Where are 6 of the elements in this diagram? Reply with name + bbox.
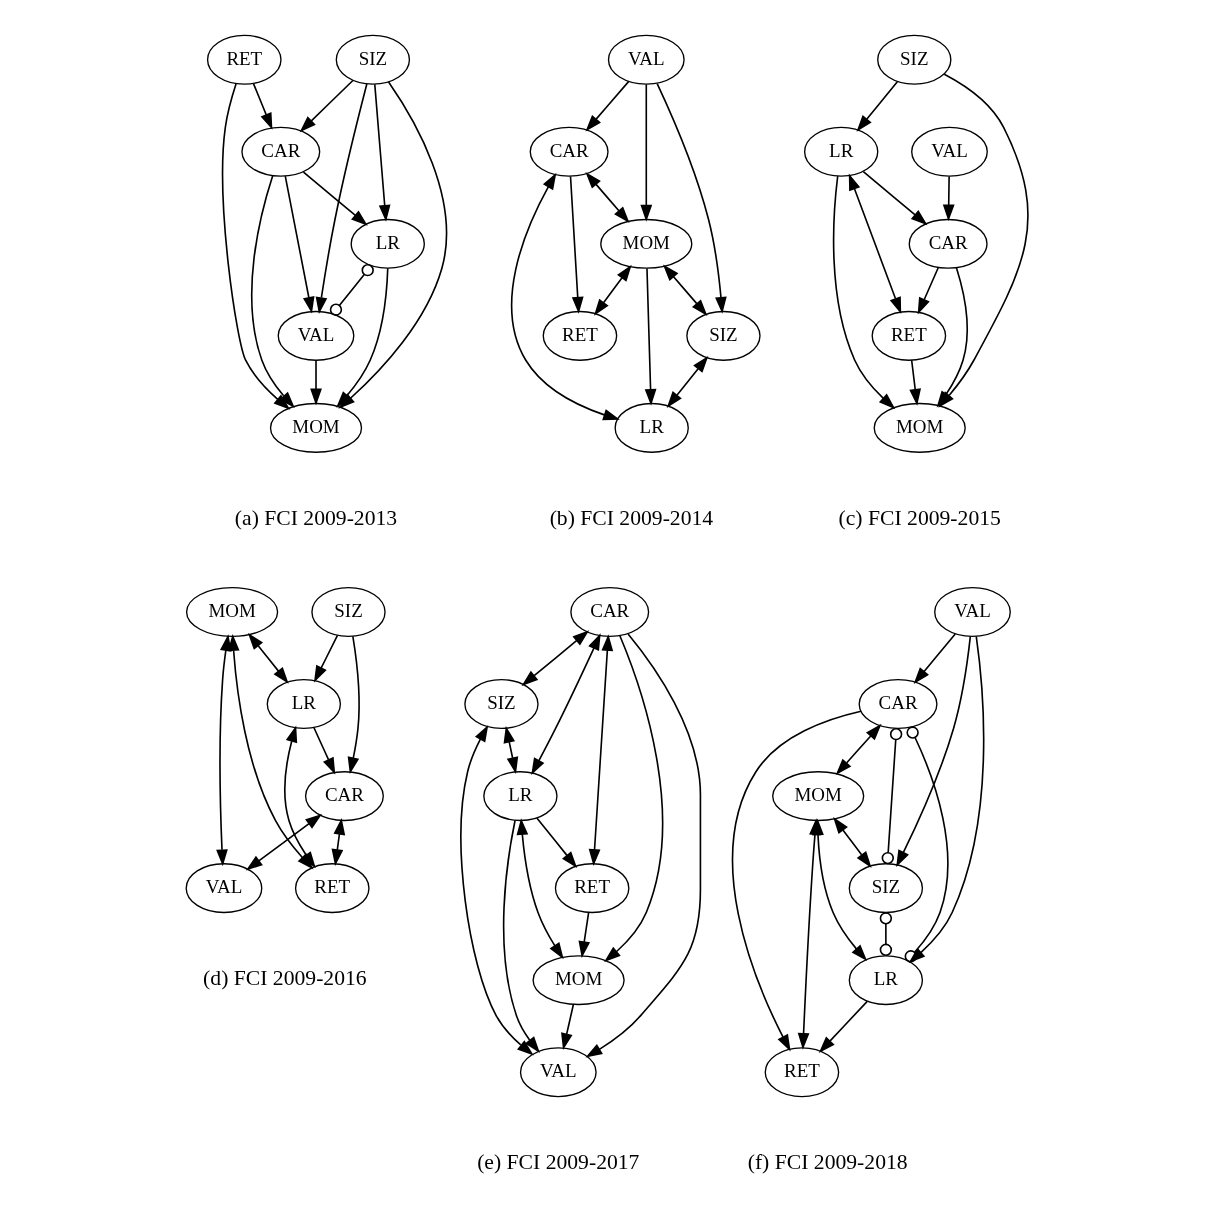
label: (a) FCI 2009-2013 bbox=[234, 506, 398, 531]
label: (b) FCI 2009-2014 bbox=[549, 506, 714, 531]
label: (c) FCI 2009-2015 bbox=[838, 506, 1001, 531]
label: (e) FCI 2009-2017 bbox=[477, 1150, 640, 1175]
label: (d) FCI 2009-2016 bbox=[203, 966, 367, 991]
label: (f) FCI 2009-2018 bbox=[747, 1150, 908, 1175]
